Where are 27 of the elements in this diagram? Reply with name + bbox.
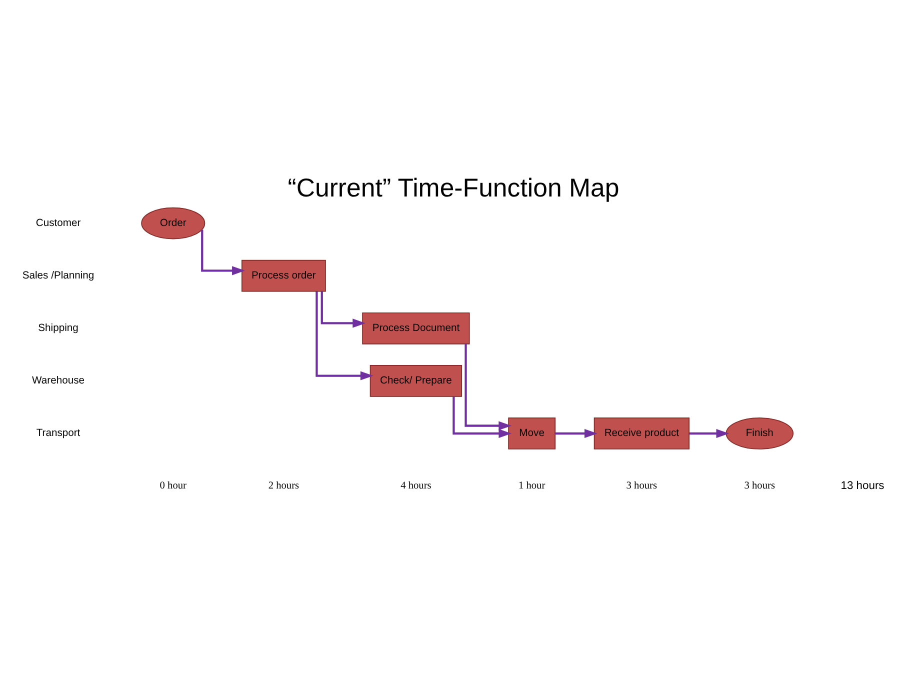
node-box: Check/ Prepare bbox=[370, 364, 462, 396]
diagram-title: “Current” Time-Function Map bbox=[288, 174, 620, 202]
label: 3 hours bbox=[744, 480, 775, 492]
label: 2 hours bbox=[268, 480, 300, 492]
label: Transport bbox=[36, 428, 80, 439]
arrow bbox=[689, 428, 730, 438]
node-box: Process Document bbox=[362, 312, 470, 344]
arrow bbox=[320, 290, 366, 328]
node-ellipse: Order bbox=[141, 206, 206, 239]
label: 4 hours bbox=[400, 480, 432, 492]
arrow bbox=[555, 428, 598, 438]
arrow bbox=[452, 396, 512, 438]
label: Shipping bbox=[38, 322, 78, 334]
label: 1 hour bbox=[518, 480, 546, 492]
node-ellipse: Finish bbox=[726, 417, 794, 449]
arrow bbox=[316, 290, 374, 380]
label: 0 hour bbox=[160, 480, 186, 492]
label: 13 hours bbox=[840, 479, 884, 492]
arrow bbox=[201, 229, 245, 275]
node-box: Receive product bbox=[594, 417, 690, 449]
label: Sales /Planning bbox=[22, 270, 94, 281]
node-box: Move bbox=[508, 417, 556, 449]
label: Customer bbox=[36, 217, 81, 228]
arrow bbox=[464, 344, 512, 430]
node-box: Process order bbox=[242, 259, 326, 292]
label: Warehouse bbox=[32, 375, 84, 386]
label: 3 hours bbox=[626, 480, 658, 492]
